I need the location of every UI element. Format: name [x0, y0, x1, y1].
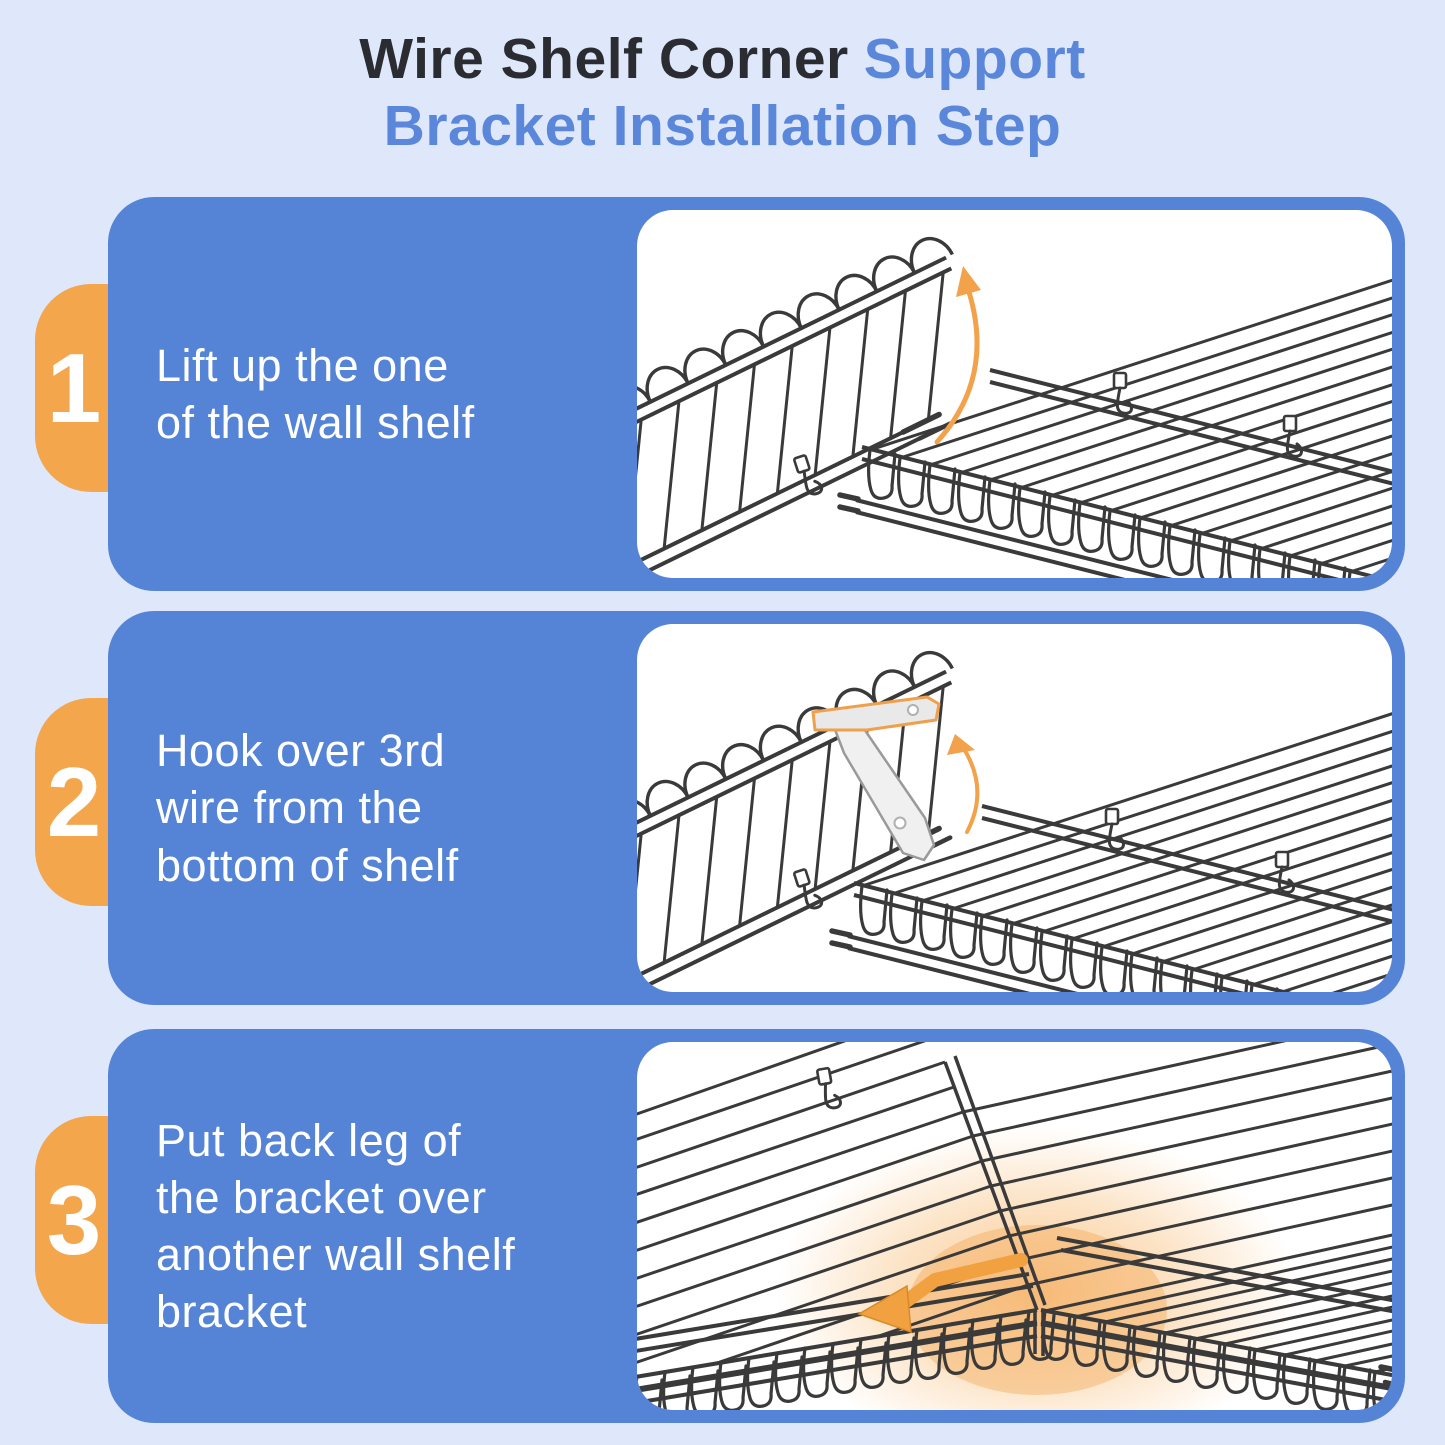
support-bracket	[811, 695, 941, 862]
step-instruction: Hook over 3rd wire from the bottom of sh…	[156, 725, 459, 891]
tilted-wire-shelf	[637, 645, 1021, 992]
step-2: 2 Hook over 3rd wire from the bottom of …	[0, 611, 1445, 1005]
step-panel: Lift up the one of the wall shelf	[108, 197, 1405, 591]
step-1: 1 Lift up the one of the wall shelf	[0, 197, 1445, 591]
step-number: 3	[46, 1164, 102, 1275]
step-panel: Put back leg of the bracket over another…	[108, 1029, 1405, 1423]
step-illustration-hook-bracket	[637, 624, 1392, 992]
step-illustration-lift-shelf	[637, 210, 1392, 578]
orange-bracket-arrow-icon	[857, 1253, 1028, 1334]
step-instruction: Lift up the one of the wall shelf	[156, 339, 475, 448]
step-number: 1	[46, 332, 102, 443]
step-number: 2	[46, 746, 102, 857]
corner-joined-wire-shelves	[637, 1042, 1392, 1410]
title-dark-text: Wire Shelf Corner	[359, 27, 849, 91]
curved-up-arrow-icon	[934, 266, 981, 445]
title-blue-text: Support	[863, 27, 1086, 91]
curved-up-arrow-icon	[947, 734, 980, 834]
step-illustration-corner-bracket	[637, 1042, 1392, 1410]
step-panel: Hook over 3rd wire from the bottom of sh…	[108, 611, 1405, 1005]
step-instruction: Put back leg of the bracket over another…	[156, 1114, 516, 1338]
step-3: 3 Put back leg of the bracket over anoth…	[0, 1029, 1445, 1423]
page-title-line2: Bracket Installation Step	[383, 94, 1062, 158]
